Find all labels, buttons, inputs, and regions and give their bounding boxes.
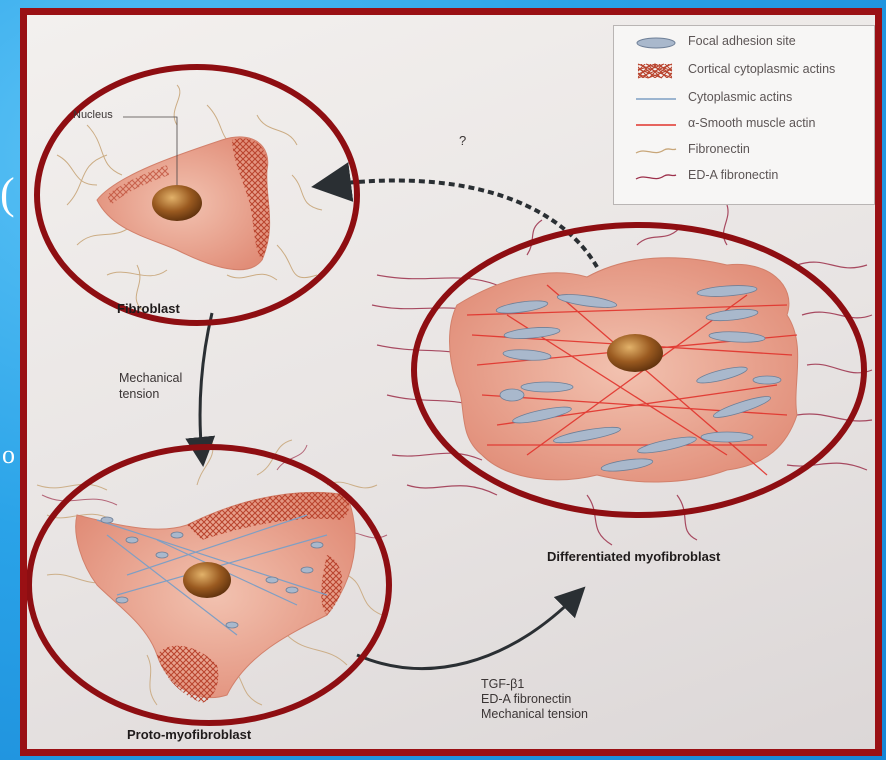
figure-frame: Focal adhesion site Cortical cytoplasmic… [20, 8, 882, 756]
legend-label: Cortical cytoplasmic actins [688, 62, 835, 76]
legend-item-cortical-actin: Cortical cytoplasmic actins [614, 60, 874, 82]
legend: Focal adhesion site Cortical cytoplasmic… [613, 25, 875, 205]
proto-nucleus [183, 562, 231, 598]
nucleus-label: Nucleus [73, 109, 113, 121]
myofibroblast-cell [372, 205, 872, 545]
eda-fibronectin-icon [634, 169, 678, 185]
legend-item-fibronectin: Fibronectin [614, 140, 874, 162]
arrow-dedifferentiation-dashed [327, 180, 597, 267]
legend-label: Fibronectin [688, 142, 750, 156]
mechanical-tension-label: Mechanical tension [481, 707, 588, 721]
tgf-beta-label: TGF-β1 [481, 677, 524, 691]
legend-label: Focal adhesion site [688, 34, 796, 48]
cytoplasmic-actin-icon [634, 91, 678, 107]
myofibroblast-nucleus [607, 334, 663, 372]
cropped-slide-text-lower: o [2, 440, 15, 470]
arrow-proto-to-differentiated [357, 595, 577, 669]
differentiated-myofibroblast-label: Differentiated myofibroblast [547, 549, 720, 564]
legend-label: ED-A fibronectin [688, 168, 778, 182]
fibronectin-icon [634, 143, 678, 159]
mechanical-tension-label-line1: Mechanical [119, 371, 182, 385]
fibroblast-label: Fibroblast [117, 301, 180, 316]
eda-fibronectin-label: ED-A fibronectin [481, 692, 571, 706]
mechanical-tension-label-line2: tension [119, 387, 159, 401]
focal-adhesion-icon [634, 35, 678, 51]
proto-myofibroblast-label: Proto-myofibroblast [127, 727, 251, 742]
smooth-muscle-actin-icon [634, 117, 678, 133]
legend-item-cytoplasmic-actin: Cytoplasmic actins [614, 88, 874, 110]
cropped-slide-text-upper: ( [0, 168, 15, 219]
fibroblast-nucleus [152, 185, 202, 221]
question-mark-label: ? [459, 133, 466, 148]
cortical-actin-icon [634, 63, 678, 79]
legend-label: α-Smooth muscle actin [688, 116, 815, 130]
legend-label: Cytoplasmic actins [688, 90, 792, 104]
legend-item-eda-fibronectin: ED-A fibronectin [614, 166, 874, 188]
legend-item-focal-adhesion: Focal adhesion site [614, 32, 874, 54]
legend-item-smooth-muscle-actin: α-Smooth muscle actin [614, 114, 874, 136]
arrow-fibroblast-to-proto [200, 313, 212, 455]
